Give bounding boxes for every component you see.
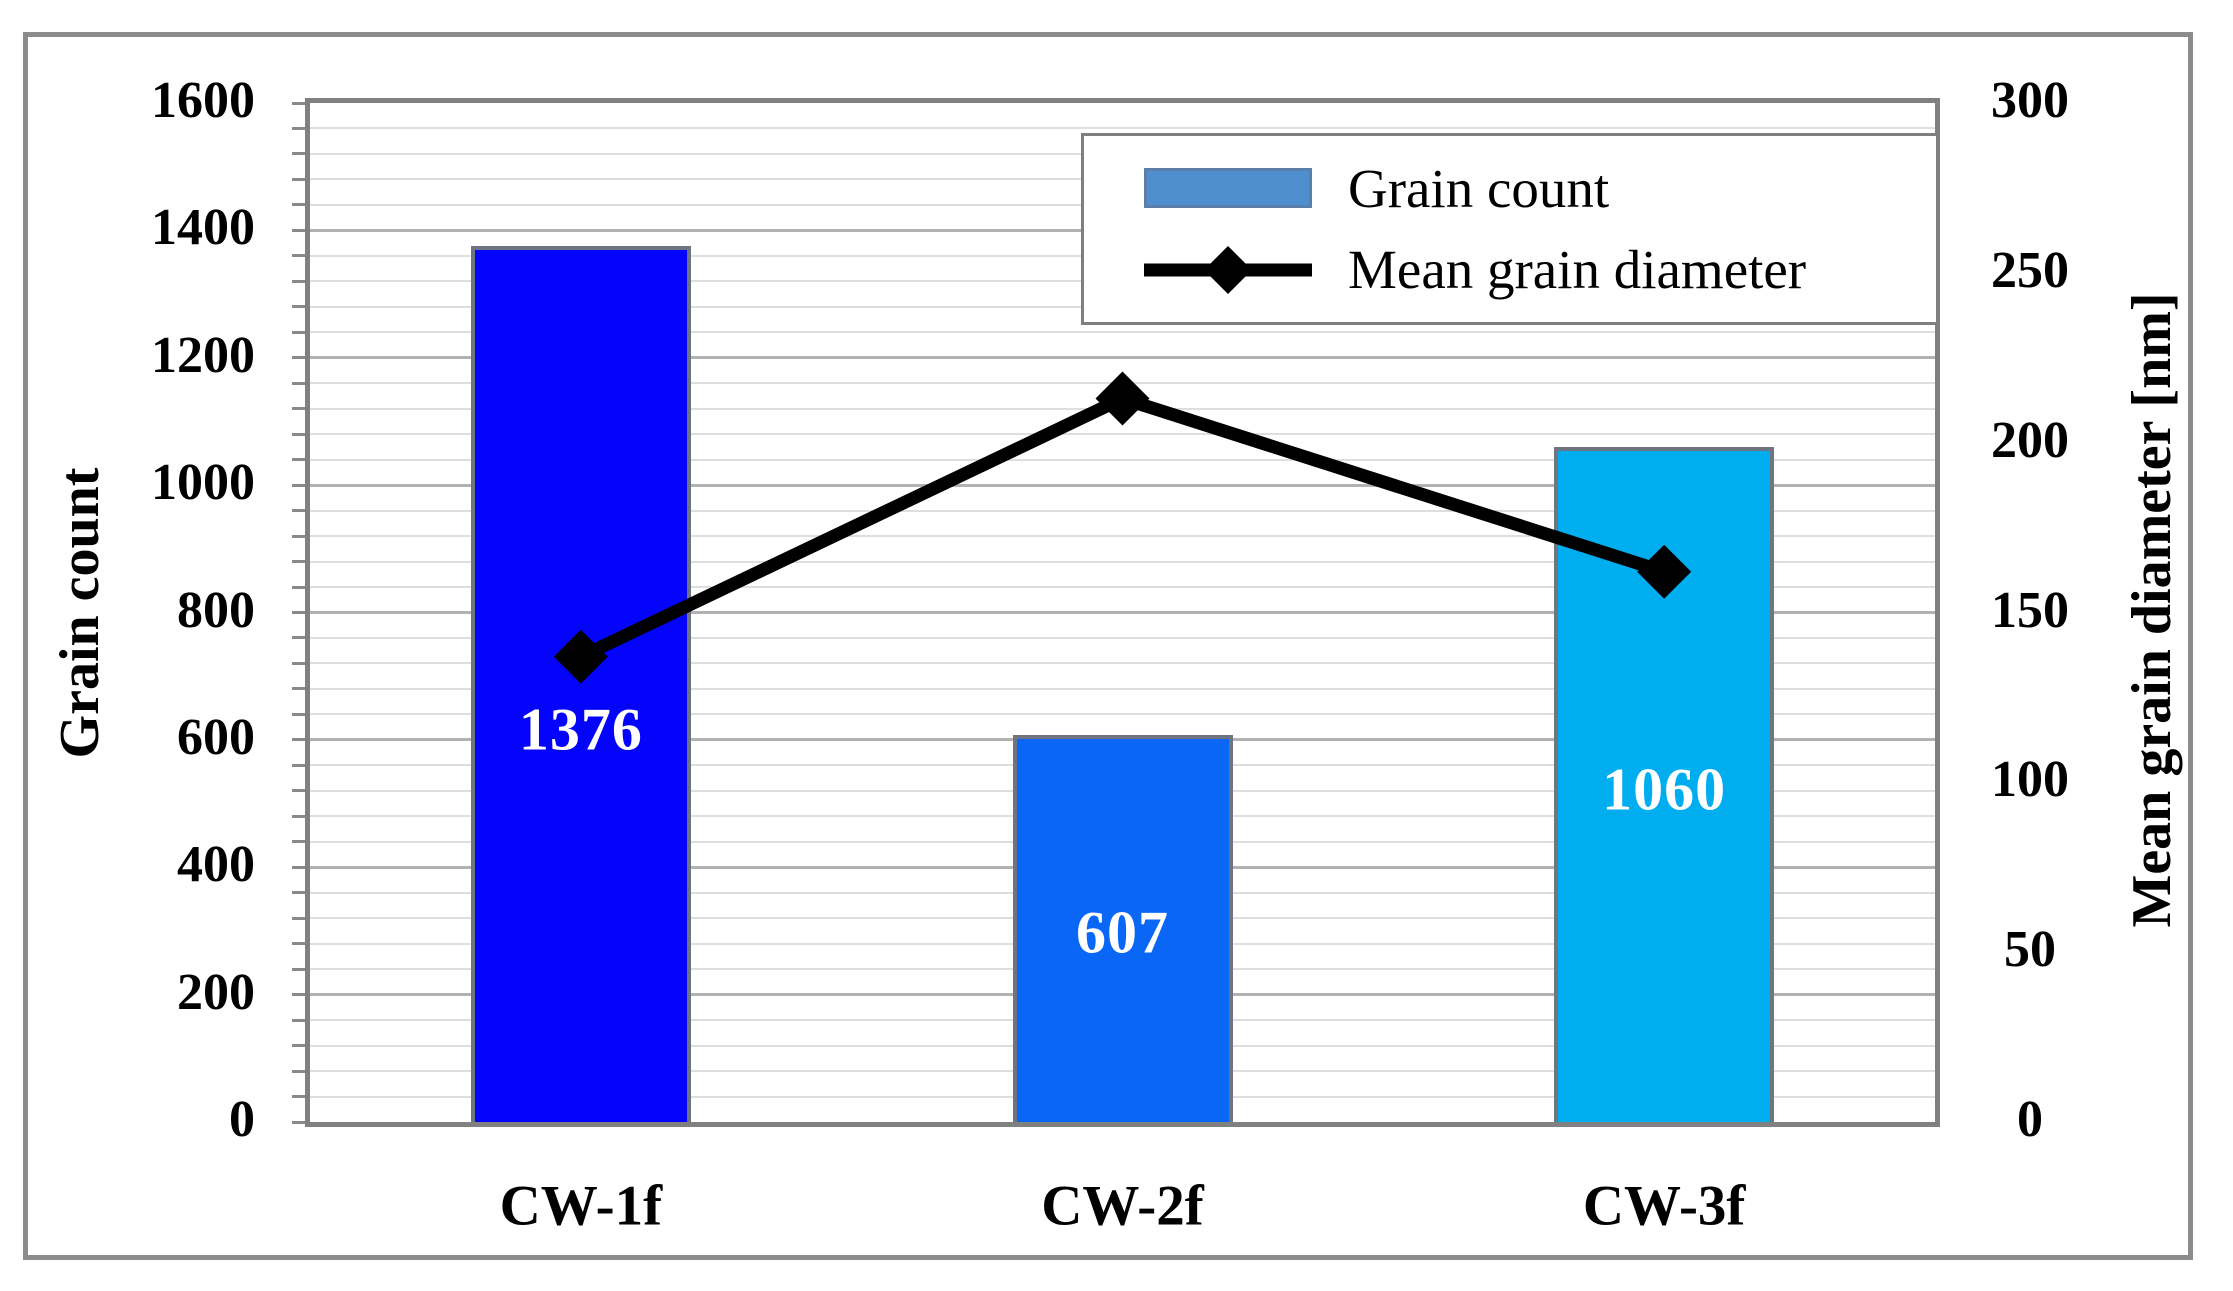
left-axis-tick (292, 305, 305, 309)
left-axis-tick (292, 228, 305, 232)
left-axis-tick (292, 712, 305, 716)
left-axis-tick (292, 661, 305, 665)
minor-gridline (310, 433, 1935, 436)
right-axis-tick-label: 300 (1991, 72, 2069, 130)
legend-label-mean-grain-diameter: Mean grain diameter (1348, 239, 1807, 301)
left-axis-tick (292, 814, 305, 818)
minor-gridline (310, 662, 1935, 665)
major-gridline (310, 483, 1935, 487)
left-axis-tick-label: 1600 (151, 72, 255, 130)
legend: Grain count Mean grain diameter (1081, 133, 1939, 325)
legend-label-grain-count: Grain count (1348, 157, 1610, 219)
minor-gridline (310, 713, 1935, 716)
left-axis-tick-label: 0 (229, 1091, 255, 1149)
major-gridline (310, 356, 1935, 360)
diamond-marker-icon (1095, 371, 1150, 426)
left-axis-tick (292, 738, 305, 742)
right-axis-tick-label: 0 (2017, 1091, 2043, 1149)
left-axis-tick (292, 1120, 305, 1124)
minor-gridline (310, 560, 1935, 563)
minor-gridline (310, 535, 1935, 538)
diamond-marker-icon (1637, 544, 1692, 599)
left-axis-title: Grain count (49, 467, 111, 759)
line-series-layer (553, 371, 1692, 684)
left-axis-tick (292, 585, 305, 589)
right-axis-tick-label: 50 (2004, 921, 2056, 979)
left-axis-tick (292, 916, 305, 920)
left-axis-tick (292, 330, 305, 334)
left-axis-tick (292, 891, 305, 895)
left-axis-tick (292, 407, 305, 411)
left-axis-tick (292, 254, 305, 258)
left-axis-tick-label: 1400 (151, 199, 255, 257)
category-label-cw-2f: CW-2f (1041, 1174, 1204, 1238)
minor-gridline (310, 458, 1935, 461)
line-diamond-icon (1144, 245, 1312, 294)
left-axis-tick-label: 400 (177, 836, 255, 894)
bar-swatch-icon (1144, 168, 1312, 209)
bar-value-label: 1376 (518, 696, 643, 763)
left-axis-tick (292, 636, 305, 640)
right-axis-tick-label: 150 (1991, 581, 2069, 639)
left-axis-tick (292, 1095, 305, 1099)
bar-cw-1f (470, 245, 691, 1122)
diamond-marker-icon (553, 629, 608, 684)
left-axis-tick (292, 865, 305, 869)
left-axis-tick (292, 687, 305, 691)
left-axis-tick (292, 432, 305, 436)
minor-gridline (310, 331, 1935, 334)
left-axis-tick (292, 483, 305, 487)
right-axis-tick-label: 100 (1991, 751, 2069, 809)
left-axis-tick (292, 763, 305, 767)
legend-item-mean-grain-diameter: Mean grain diameter (1144, 241, 1936, 299)
bar-value-label: 607 (1076, 899, 1169, 966)
left-axis-tick (292, 840, 305, 844)
left-axis-tick (292, 1069, 305, 1073)
minor-gridline (310, 687, 1935, 690)
major-gridline (310, 611, 1935, 614)
left-axis-tick (292, 356, 305, 360)
left-axis-tick-label: 1200 (151, 326, 255, 384)
figure-border (23, 32, 2193, 1260)
left-axis-tick (292, 101, 305, 105)
right-axis-tick-label: 200 (1991, 411, 2069, 469)
left-axis-tick (292, 177, 305, 181)
bar-value-label: 1060 (1602, 756, 1727, 823)
left-axis-tick-label: 600 (177, 709, 255, 767)
right-axis-tick-label: 250 (1991, 241, 2069, 299)
right-axis-title: Mean grain diameter [nm] (2121, 292, 2183, 928)
left-axis-tick-label: 800 (177, 581, 255, 639)
left-axis-tick (292, 458, 305, 462)
mean-grain-diameter-line (578, 391, 1667, 663)
category-label-cw-1f: CW-1f (499, 1174, 663, 1238)
left-axis-tick (292, 279, 305, 283)
left-axis-tick (292, 1018, 305, 1022)
left-axis-tick (292, 203, 305, 207)
left-axis-tick (292, 967, 305, 971)
left-axis-tick (292, 789, 305, 793)
left-axis-tick (292, 560, 305, 564)
left-axis-tick (292, 152, 305, 156)
minor-gridline (310, 586, 1935, 589)
left-axis-tick (292, 942, 305, 946)
left-axis-tick-label: 200 (177, 963, 255, 1021)
category-label-cw-3f: CW-3f (1582, 1174, 1746, 1238)
left-axis-tick (292, 1044, 305, 1048)
left-axis-tick (292, 534, 305, 538)
left-axis-tick (292, 993, 305, 997)
left-axis-tick (292, 126, 305, 130)
minor-gridline (310, 509, 1935, 512)
left-axis-tick (292, 611, 305, 614)
minor-gridline (310, 636, 1935, 639)
left-axis-tick (292, 381, 305, 385)
bar-cw-2f (1012, 735, 1233, 1122)
minor-gridline (310, 127, 1935, 130)
left-axis-tick-label: 1000 (151, 454, 255, 512)
left-axis-tick (292, 509, 305, 513)
legend-item-grain-count: Grain count (1144, 159, 1936, 217)
